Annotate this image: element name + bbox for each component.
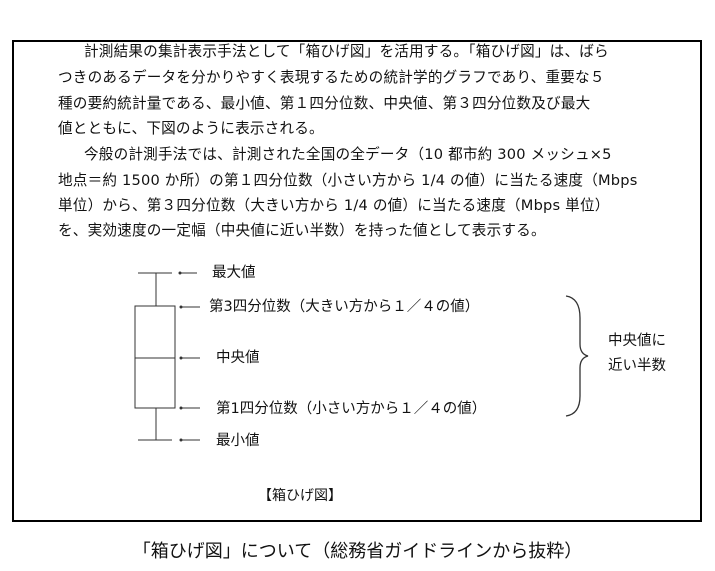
label-min: 最小値 — [216, 433, 260, 449]
label-median: 中央値 — [216, 350, 260, 366]
curly-brace — [565, 295, 589, 417]
brace-label: 近い半数 — [608, 358, 666, 374]
paragraph-line: 値とともに、下図のように表示される。 — [58, 120, 324, 137]
paragraph-line: 今般の計測手法では、計測された全国の全データ（10 都市約 300 メッシュ×5 — [84, 146, 612, 163]
document-frame — [12, 40, 702, 522]
paragraph-line: つきのあるデータを分かりやすく表現するための統計学的グラフであり、重要な５ — [58, 69, 605, 86]
brace-label: 中央値に — [608, 333, 666, 349]
figure-caption: 「箱ひげ図」について（総務省ガイドラインから抜粋） — [132, 541, 583, 562]
paragraph-line: 計測結果の集計表示手法として「箱ひげ図」を活用する。「箱ひげ図」は、ばら — [84, 43, 609, 60]
paragraph-line: 地点＝約 1500 か所）の第１四分位数（小さい方から 1/4 の値）に当たる速… — [58, 172, 638, 189]
label-q3: 第3四分位数（大きい方から１／４の値） — [209, 299, 480, 315]
paragraph-line: 単位）から、第３四分位数（大きい方から 1/4 の値）に当たる速度（Mbps 単… — [58, 197, 610, 214]
paragraph-line: を、実効速度の一定幅（中央値に近い半数）を持った値として表示する。 — [58, 222, 546, 239]
box — [134, 305, 176, 409]
paragraph-line: 種の要約統計量である、最小値、第１四分位数、中央値、第３四分位数及び最大 — [58, 95, 591, 112]
pointer-arrows — [180, 272, 200, 441]
label-max: 最大値 — [212, 265, 256, 281]
label-q1: 第1四分位数（小さい方から１／４の値） — [216, 401, 487, 417]
diagram-title: 【箱ひげ図】 — [258, 488, 342, 504]
